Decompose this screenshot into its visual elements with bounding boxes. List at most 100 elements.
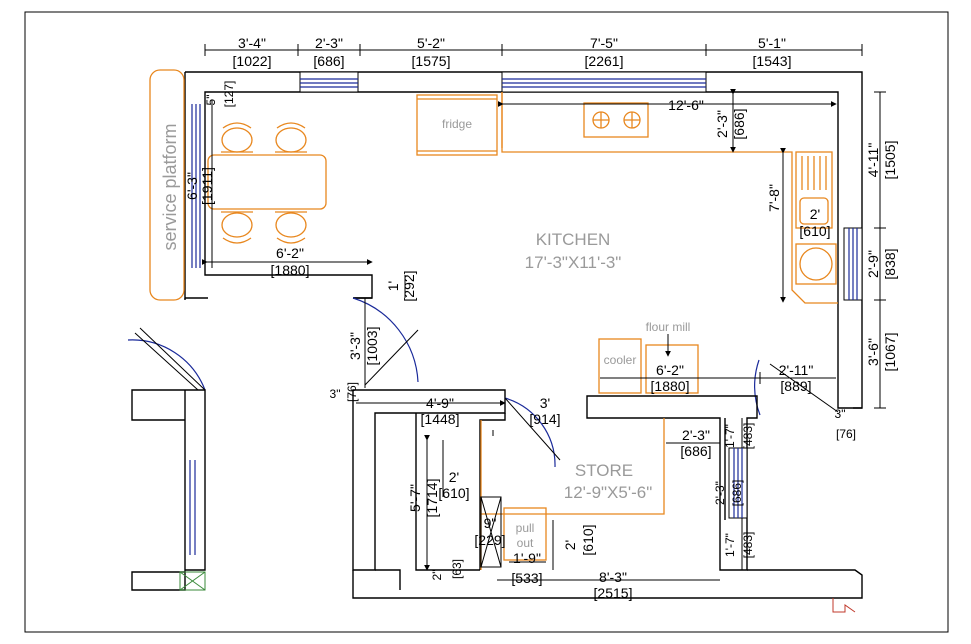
svg-text:3'-3": 3'-3" xyxy=(347,332,363,360)
svg-text:[686]: [686] xyxy=(731,108,747,139)
svg-text:2'-3": 2'-3" xyxy=(713,481,727,505)
svg-text:[1575]: [1575] xyxy=(412,53,451,69)
svg-text:[2515]: [2515] xyxy=(594,585,633,601)
svg-text:[76]: [76] xyxy=(836,427,856,441)
svg-text:3": 3" xyxy=(330,387,341,401)
svg-text:[483]: [483] xyxy=(741,423,755,450)
kitchen-name: KITCHEN xyxy=(536,230,611,249)
svg-text:[127]: [127] xyxy=(222,81,236,108)
svg-text:[1714]: [1714] xyxy=(424,479,440,518)
svg-text:12'-6": 12'-6" xyxy=(668,97,704,113)
service-platform-label: service platform xyxy=(160,123,180,250)
svg-text:2": 2" xyxy=(430,570,444,581)
svg-text:5": 5" xyxy=(204,95,218,106)
basin xyxy=(795,243,837,285)
pull-out-unit xyxy=(503,507,547,561)
dims-right: 4'-11" [1505] 2'-9" [838] 3'-6" [1067] xyxy=(865,141,898,372)
svg-text:[838]: [838] xyxy=(882,248,898,279)
dining-table xyxy=(207,122,327,244)
svg-text:[1003]: [1003] xyxy=(364,327,380,366)
pull-out-line1: pull xyxy=(516,521,535,535)
pull-out-line2: out xyxy=(517,536,534,550)
svg-text:2'-9": 2'-9" xyxy=(865,250,881,278)
svg-text:[1911]: [1911] xyxy=(199,167,215,205)
svg-text:2'-3": 2'-3" xyxy=(315,35,343,51)
kitchen-size: 17'-3"X11'-3" xyxy=(525,253,622,272)
svg-text:6'-3": 6'-3" xyxy=(184,172,200,200)
svg-text:[2261]: [2261] xyxy=(585,53,624,69)
door-kitchen-passage xyxy=(352,297,419,386)
window-left xyxy=(191,104,201,268)
dimension-lines xyxy=(201,44,886,581)
store-size: 12'-9"X5'-6" xyxy=(564,483,653,502)
svg-text:[292]: [292] xyxy=(401,270,417,301)
window-top-left xyxy=(299,71,359,93)
sheet-border xyxy=(24,11,949,633)
svg-text:[914]: [914] xyxy=(529,411,560,427)
svg-text:[1505]: [1505] xyxy=(882,141,898,180)
svg-text:[889]: [889] xyxy=(780,378,811,394)
svg-text:4'-9": 4'-9" xyxy=(426,395,454,411)
svg-text:3": 3" xyxy=(835,407,846,421)
svg-text:2': 2' xyxy=(449,469,459,485)
svg-text:2'-3": 2'-3" xyxy=(682,427,710,443)
sink xyxy=(795,151,833,229)
fridge xyxy=(416,94,498,156)
svg-text:[1880]: [1880] xyxy=(271,262,310,278)
window-top-right xyxy=(501,71,707,93)
svg-text:2'-3": 2'-3" xyxy=(714,110,730,138)
svg-text:2'-11": 2'-11" xyxy=(779,362,814,378)
hob xyxy=(583,102,649,138)
fridge-label: fridge xyxy=(442,117,472,131)
dims-top: 3'-4" [1022] 2'-3" [686] 5'-2" [1575] 7'… xyxy=(233,35,792,69)
svg-text:7'-8": 7'-8" xyxy=(766,184,782,212)
service-platform xyxy=(149,69,185,301)
svg-text:[533]: [533] xyxy=(511,570,542,586)
store-name: STORE xyxy=(575,461,633,480)
svg-text:[1022]: [1022] xyxy=(233,53,272,69)
store-shelf xyxy=(480,496,502,568)
svg-text:5'-2": 5'-2" xyxy=(417,35,445,51)
svg-text:[686]: [686] xyxy=(680,443,711,459)
dims-kitchen: 5" [127] 6'-3" [1911] 6'-2" [1880] 1' [2… xyxy=(184,81,856,441)
svg-text:3': 3' xyxy=(540,395,550,411)
svg-text:1': 1' xyxy=(385,281,401,291)
svg-text:5'-1": 5'-1" xyxy=(758,35,786,51)
svg-text:8'-3": 8'-3" xyxy=(599,569,627,585)
svg-text:1'-9": 1'-9" xyxy=(513,550,541,566)
cooler xyxy=(598,338,642,394)
svg-text:2': 2' xyxy=(562,540,578,550)
svg-text:1'-7": 1'-7" xyxy=(723,424,737,448)
svg-text:[1543]: [1543] xyxy=(753,53,792,69)
svg-text:7'-5": 7'-5" xyxy=(590,35,618,51)
cooler-label: cooler xyxy=(604,353,637,367)
kitchen-walls xyxy=(184,71,863,409)
svg-text:[1448]: [1448] xyxy=(421,411,460,427)
svg-text:1'-7": 1'-7" xyxy=(723,533,737,557)
svg-text:[483]: [483] xyxy=(741,532,755,559)
dims-store: 2'-3" [686] 1'-7" [483] 2'-3" [686] 1'-7… xyxy=(407,423,755,601)
svg-text:5'-7": 5'-7" xyxy=(407,484,423,512)
svg-text:[1880]: [1880] xyxy=(651,378,690,394)
svg-text:[610]: [610] xyxy=(438,485,469,501)
door-right xyxy=(754,359,839,416)
svg-text:9": 9" xyxy=(484,515,497,531)
door-store xyxy=(504,397,561,468)
svg-text:4'-11": 4'-11" xyxy=(865,143,881,178)
svg-text:[610]: [610] xyxy=(580,524,596,555)
svg-text:2': 2' xyxy=(810,206,820,222)
svg-text:[686]: [686] xyxy=(313,53,344,69)
svg-text:[610]: [610] xyxy=(799,223,830,239)
flour-mill-label: flour mill xyxy=(646,320,691,334)
svg-text:3'-4": 3'-4" xyxy=(238,35,266,51)
svg-text:[76]: [76] xyxy=(345,382,359,402)
entry-door-left xyxy=(127,298,206,591)
svg-text:3'-6": 3'-6" xyxy=(865,338,881,366)
svg-text:[63]: [63] xyxy=(450,559,464,579)
svg-text:[686]: [686] xyxy=(730,480,744,507)
svg-text:6'-2": 6'-2" xyxy=(656,362,684,378)
store-walls xyxy=(352,389,863,613)
flour-mill xyxy=(645,344,699,394)
window-right xyxy=(843,227,863,301)
